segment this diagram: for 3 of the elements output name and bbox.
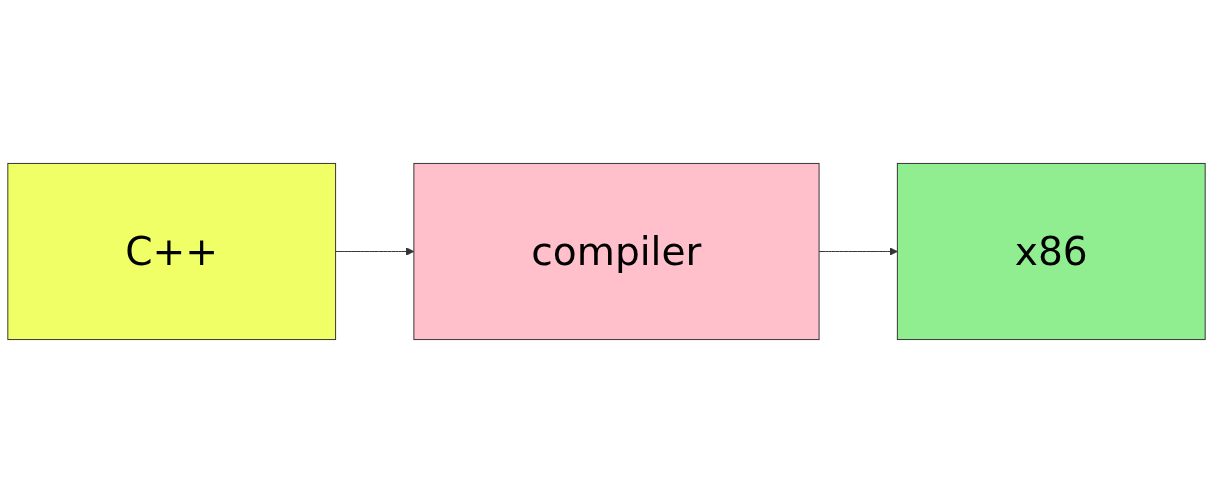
node-box: compiler bbox=[413, 162, 820, 341]
node-box: C++ bbox=[7, 162, 337, 341]
node-box: x86 bbox=[896, 162, 1206, 341]
